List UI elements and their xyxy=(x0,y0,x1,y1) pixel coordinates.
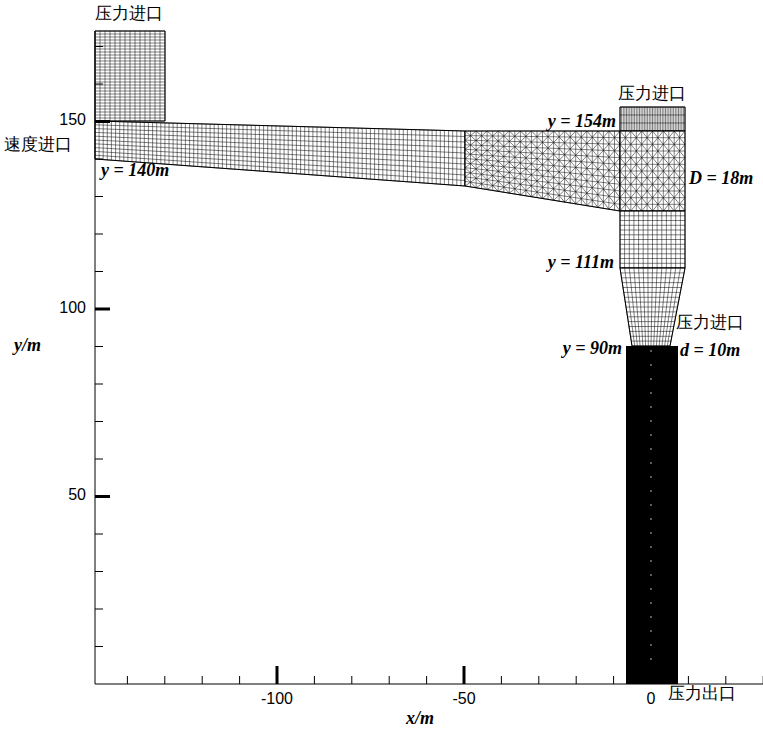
mesh-zone xyxy=(620,131,685,211)
x-tick xyxy=(576,676,577,684)
mesh-lines xyxy=(620,131,685,211)
x-tick xyxy=(164,676,165,684)
axis-title: y/m xyxy=(14,336,41,356)
axis-tick-label: 0 xyxy=(647,690,656,708)
mesh-grid xyxy=(95,31,685,346)
mesh-lines xyxy=(620,211,685,268)
boundary-label: 速度进口 xyxy=(4,135,72,154)
axis-tick-label: 50 xyxy=(68,486,86,504)
mesh-lines xyxy=(95,121,465,186)
mesh-zone xyxy=(620,211,685,268)
x-tick xyxy=(351,676,352,684)
mesh-outline xyxy=(95,31,165,121)
x-tick xyxy=(463,666,466,684)
dimension-label: y = 140m xyxy=(101,161,169,181)
mesh-outline xyxy=(620,131,685,211)
pipe-centerline xyxy=(651,350,652,668)
x-tick xyxy=(501,676,502,684)
mesh-outline xyxy=(620,107,685,131)
axis-tick-label: -50 xyxy=(452,690,475,708)
dimension-label: d = 10m xyxy=(680,341,740,361)
y-tick xyxy=(95,346,103,347)
boundary-label: 压力进口 xyxy=(95,4,163,23)
axis-ticks xyxy=(95,47,763,685)
x-axis xyxy=(95,684,763,685)
y-axis xyxy=(95,31,96,684)
x-tick xyxy=(202,676,203,684)
boundary-label: 压力出口 xyxy=(668,684,736,703)
y-tick xyxy=(95,196,103,197)
mesh-zone xyxy=(95,121,465,186)
y-tick xyxy=(95,421,103,422)
dimension-label: y = 154m xyxy=(548,112,616,132)
mesh-zone xyxy=(465,131,620,211)
y-tick xyxy=(95,384,103,385)
mesh-outline xyxy=(620,268,685,346)
x-tick xyxy=(389,676,390,684)
y-tick xyxy=(95,271,103,272)
y-tick xyxy=(95,308,110,311)
x-tick xyxy=(613,676,614,684)
x-tick xyxy=(127,676,128,684)
axis-tick-label: 100 xyxy=(59,299,86,317)
mesh-lines xyxy=(95,31,165,121)
y-tick xyxy=(95,234,103,235)
x-tick xyxy=(426,676,427,684)
mesh-outline xyxy=(465,131,620,211)
x-tick xyxy=(276,666,279,684)
y-tick xyxy=(95,495,110,498)
y-tick xyxy=(95,46,103,47)
y-tick xyxy=(95,571,103,572)
y-tick xyxy=(95,120,110,123)
mesh-zone xyxy=(95,31,165,121)
outlet-pipe xyxy=(626,346,678,684)
boundary-label: 压力进口 xyxy=(676,313,744,332)
boundary-label: 压力进口 xyxy=(618,84,686,103)
mesh-zone xyxy=(620,107,685,131)
x-tick xyxy=(651,676,652,684)
dimension-label: y = 111m xyxy=(548,253,614,273)
axis-tick-label: -100 xyxy=(261,690,293,708)
x-tick xyxy=(314,676,315,684)
mesh-zone xyxy=(620,268,685,346)
y-tick xyxy=(95,646,103,647)
mesh-outline xyxy=(620,211,685,268)
y-tick xyxy=(95,534,103,535)
dimension-label: D = 18m xyxy=(689,169,753,189)
axis-tick-label: 150 xyxy=(59,111,86,129)
x-tick xyxy=(725,676,726,684)
x-tick xyxy=(538,676,539,684)
y-tick xyxy=(95,159,103,160)
y-tick xyxy=(95,84,103,85)
axis-title: x/m xyxy=(406,709,434,729)
y-tick xyxy=(95,609,103,610)
mesh-lines xyxy=(620,107,685,131)
dimension-label: y = 90m xyxy=(563,339,622,359)
x-tick xyxy=(688,676,689,684)
mesh-lines xyxy=(620,268,685,346)
mesh-outline xyxy=(95,121,465,186)
y-tick xyxy=(95,459,103,460)
mesh-lines xyxy=(465,131,620,211)
x-tick xyxy=(239,676,240,684)
